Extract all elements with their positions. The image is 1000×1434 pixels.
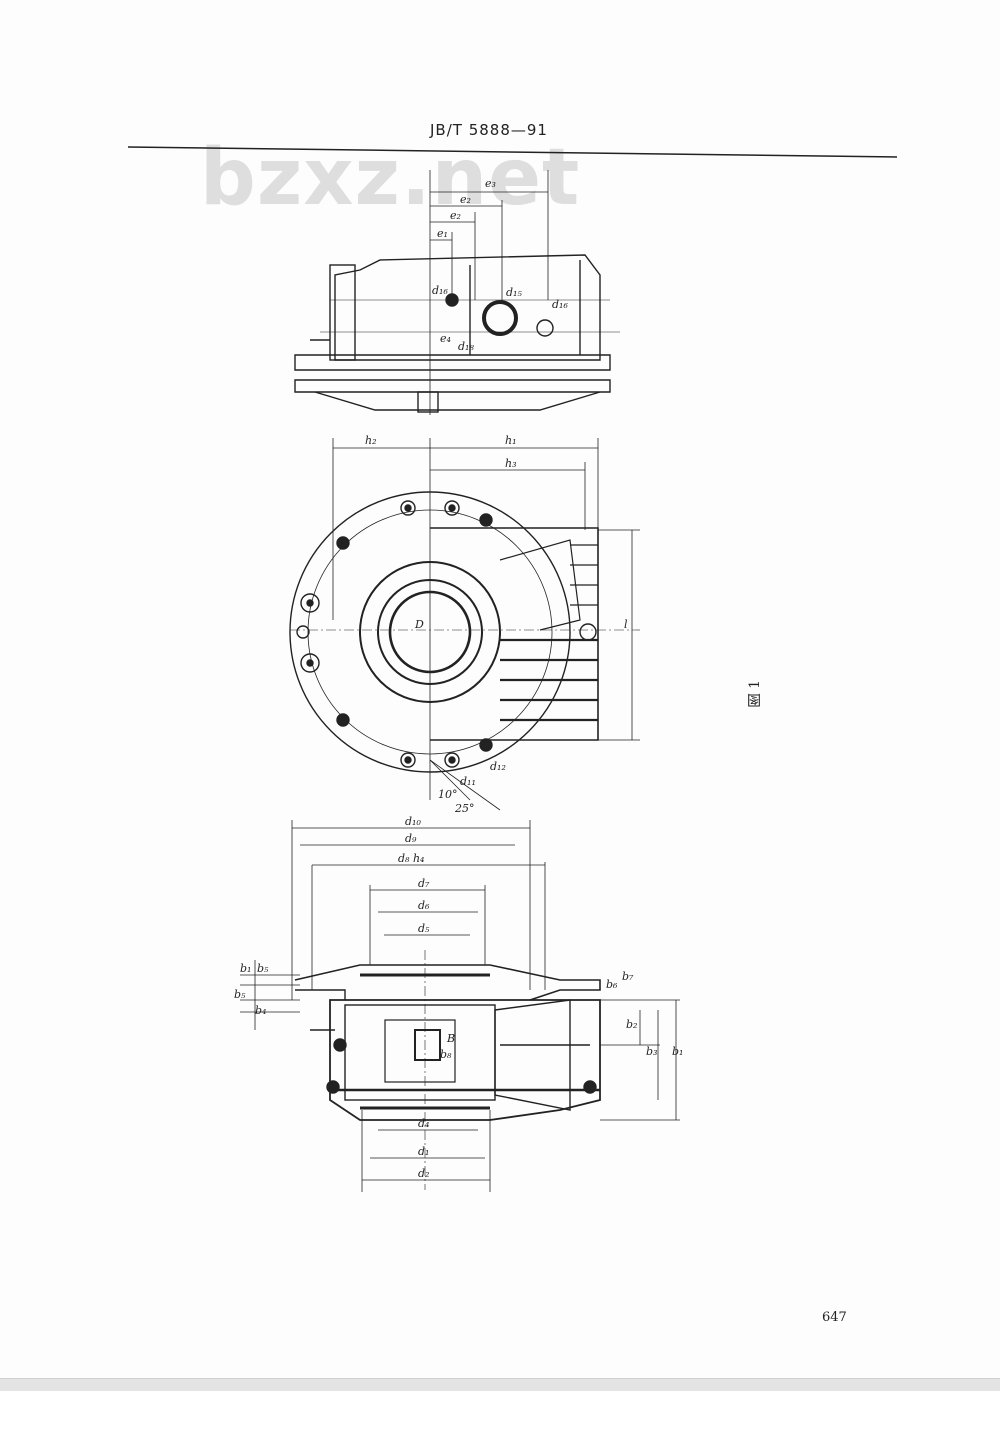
dim-label-b4-left: b₄	[255, 1004, 266, 1017]
dim-label-h3: h₃	[505, 457, 517, 470]
dim-label-d10: d₁₀	[405, 815, 421, 828]
dim-label-e3: e₃	[485, 177, 496, 190]
dim-label-d16b: d₁₆	[432, 284, 448, 297]
standard-number-header: JB/T 5888—91	[430, 121, 548, 139]
dim-label-d11: d₁₁	[460, 775, 476, 788]
watermark: bzxz.net	[200, 133, 581, 223]
top-view	[294, 170, 620, 415]
header-rule	[127, 146, 898, 158]
dim-label-b5-left2: b₅	[234, 988, 246, 1001]
dim-label-b1-left: b₁	[240, 962, 251, 975]
dim-label-e2: e₂	[460, 193, 471, 206]
dim-label-b1-right: b₁	[672, 1045, 683, 1058]
dim-label-e2b: e₂	[450, 209, 461, 222]
dim-label-e4: e₄	[440, 332, 451, 345]
engineering-drawing: e₃ e₂ e₂ e₁ d₁₅ d₁₆ d₁₆ d₁₈ e₄	[127, 146, 898, 1192]
dim-label-b7: b₇	[622, 970, 634, 983]
dim-label-d6: d₆	[418, 899, 430, 912]
middle-view	[289, 438, 640, 811]
bottom-blank-area	[0, 1391, 1000, 1434]
dim-label-d12: d₁₂	[490, 760, 506, 773]
dim-label-b8: b₈	[440, 1048, 452, 1061]
dim-label-d5: d₅	[418, 922, 430, 935]
top-view-labels: e₃ e₂ e₂ e₁ d₁₅ d₁₆ d₁₆ d₁₈ e₄	[432, 177, 568, 353]
dim-label-h2: h₂	[365, 434, 377, 447]
bottom-view	[240, 820, 680, 1192]
dim-label-b2: b₂	[626, 1018, 637, 1031]
dim-label-d2: d₂	[418, 1167, 429, 1180]
dim-label-d1: d₁	[418, 1145, 429, 1158]
page-number: 647	[822, 1310, 847, 1325]
dim-label-D: D	[414, 618, 424, 631]
scrollbar-track[interactable]	[0, 1378, 1000, 1391]
dim-label-e1: e₁	[437, 227, 448, 240]
bottom-view-labels: d₁₀ d₉ d₈ h₄ d₇ d₆ d₅ d₄ d₁ d₂ b₁ b₅ b₅ …	[234, 815, 683, 1180]
dim-label-b5-left: b₅	[257, 962, 269, 975]
dim-label-d4: d₄	[418, 1117, 429, 1130]
dim-label-B: B	[446, 1032, 455, 1045]
dim-label-d8-h4: d₈ h₄	[398, 852, 424, 865]
dim-label-25deg: 25°	[454, 802, 475, 815]
dim-label-b3: b₃	[646, 1045, 657, 1058]
dim-label-d9: d₉	[405, 832, 417, 845]
dim-label-h1: h₁	[505, 434, 517, 447]
dim-label-l: l	[624, 618, 628, 631]
middle-view-labels: h₂ h₁ h₃ l D d₁₁ d₁₂ 10° 25°	[365, 434, 628, 815]
dim-label-b6: b₆	[606, 978, 618, 991]
dim-label-d15: d₁₅	[506, 286, 522, 299]
dim-label-d18: d₁₈	[458, 340, 474, 353]
dim-label-d7: d₇	[418, 877, 430, 890]
document-page: JB/T 5888—91 bzxz.net 图 1 647	[200, 121, 847, 1325]
dim-label-d16: d₁₆	[552, 298, 568, 311]
dim-label-10deg: 10°	[438, 788, 458, 801]
